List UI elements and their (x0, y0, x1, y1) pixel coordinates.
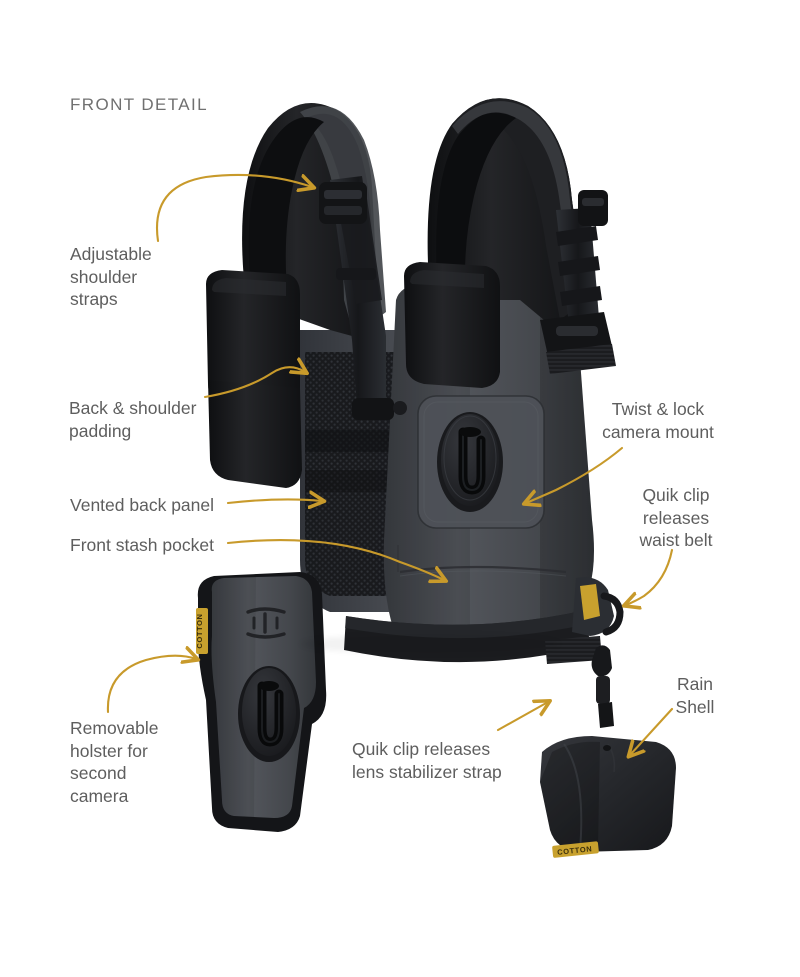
camera-mount-plate (437, 412, 503, 512)
brand-emboss (246, 607, 286, 639)
annotation-label-removable-holster: Removable holster for second camera (70, 718, 159, 806)
annotation-label-rain-shell: Rain Shell (675, 674, 715, 717)
annotation-label-twist-and-lock-camera-mount: Twist & lock camera mount (602, 399, 714, 442)
upper-side-buckle (578, 190, 608, 226)
svg-text:COTTON: COTTON (195, 613, 204, 648)
strap-slider-buckle (319, 182, 367, 224)
annotation-label-front-stash-pocket: Front stash pocket (70, 535, 214, 555)
annotation-label-quik-clip-releases-waist-belt: Quik clip releases waist belt (639, 485, 713, 550)
annotation-label-back-and-shoulder-padding: Back & shoulder padding (69, 398, 197, 441)
webbing-loops (556, 226, 602, 306)
annotation-label-quik-clip-releases-lens-stabilizer-strap: Quik clip releases lens stabilizer strap (352, 739, 502, 782)
brand-tag-holster: COTTON (195, 608, 208, 654)
side-release-buckle (540, 312, 616, 374)
annotation-label-adjustable-shoulder-straps: Adjustable shoulder straps (70, 244, 152, 309)
annotation-label-vented-back-panel: Vented back panel (70, 495, 215, 515)
waist-quik-clip (572, 577, 624, 728)
svg-text:COTTON: COTTON (557, 844, 593, 857)
holster-mount-plate (238, 666, 300, 762)
right-chest-pad (404, 262, 500, 388)
removable-holster: COTTON (195, 572, 327, 832)
left-chest-pad (206, 270, 302, 488)
brand-tag-rain-shell: COTTON (552, 841, 599, 858)
rain-shell-pouch: COTTON (540, 736, 676, 858)
page-title: FRONT DETAIL (70, 95, 209, 114)
tether-clip (591, 645, 614, 728)
